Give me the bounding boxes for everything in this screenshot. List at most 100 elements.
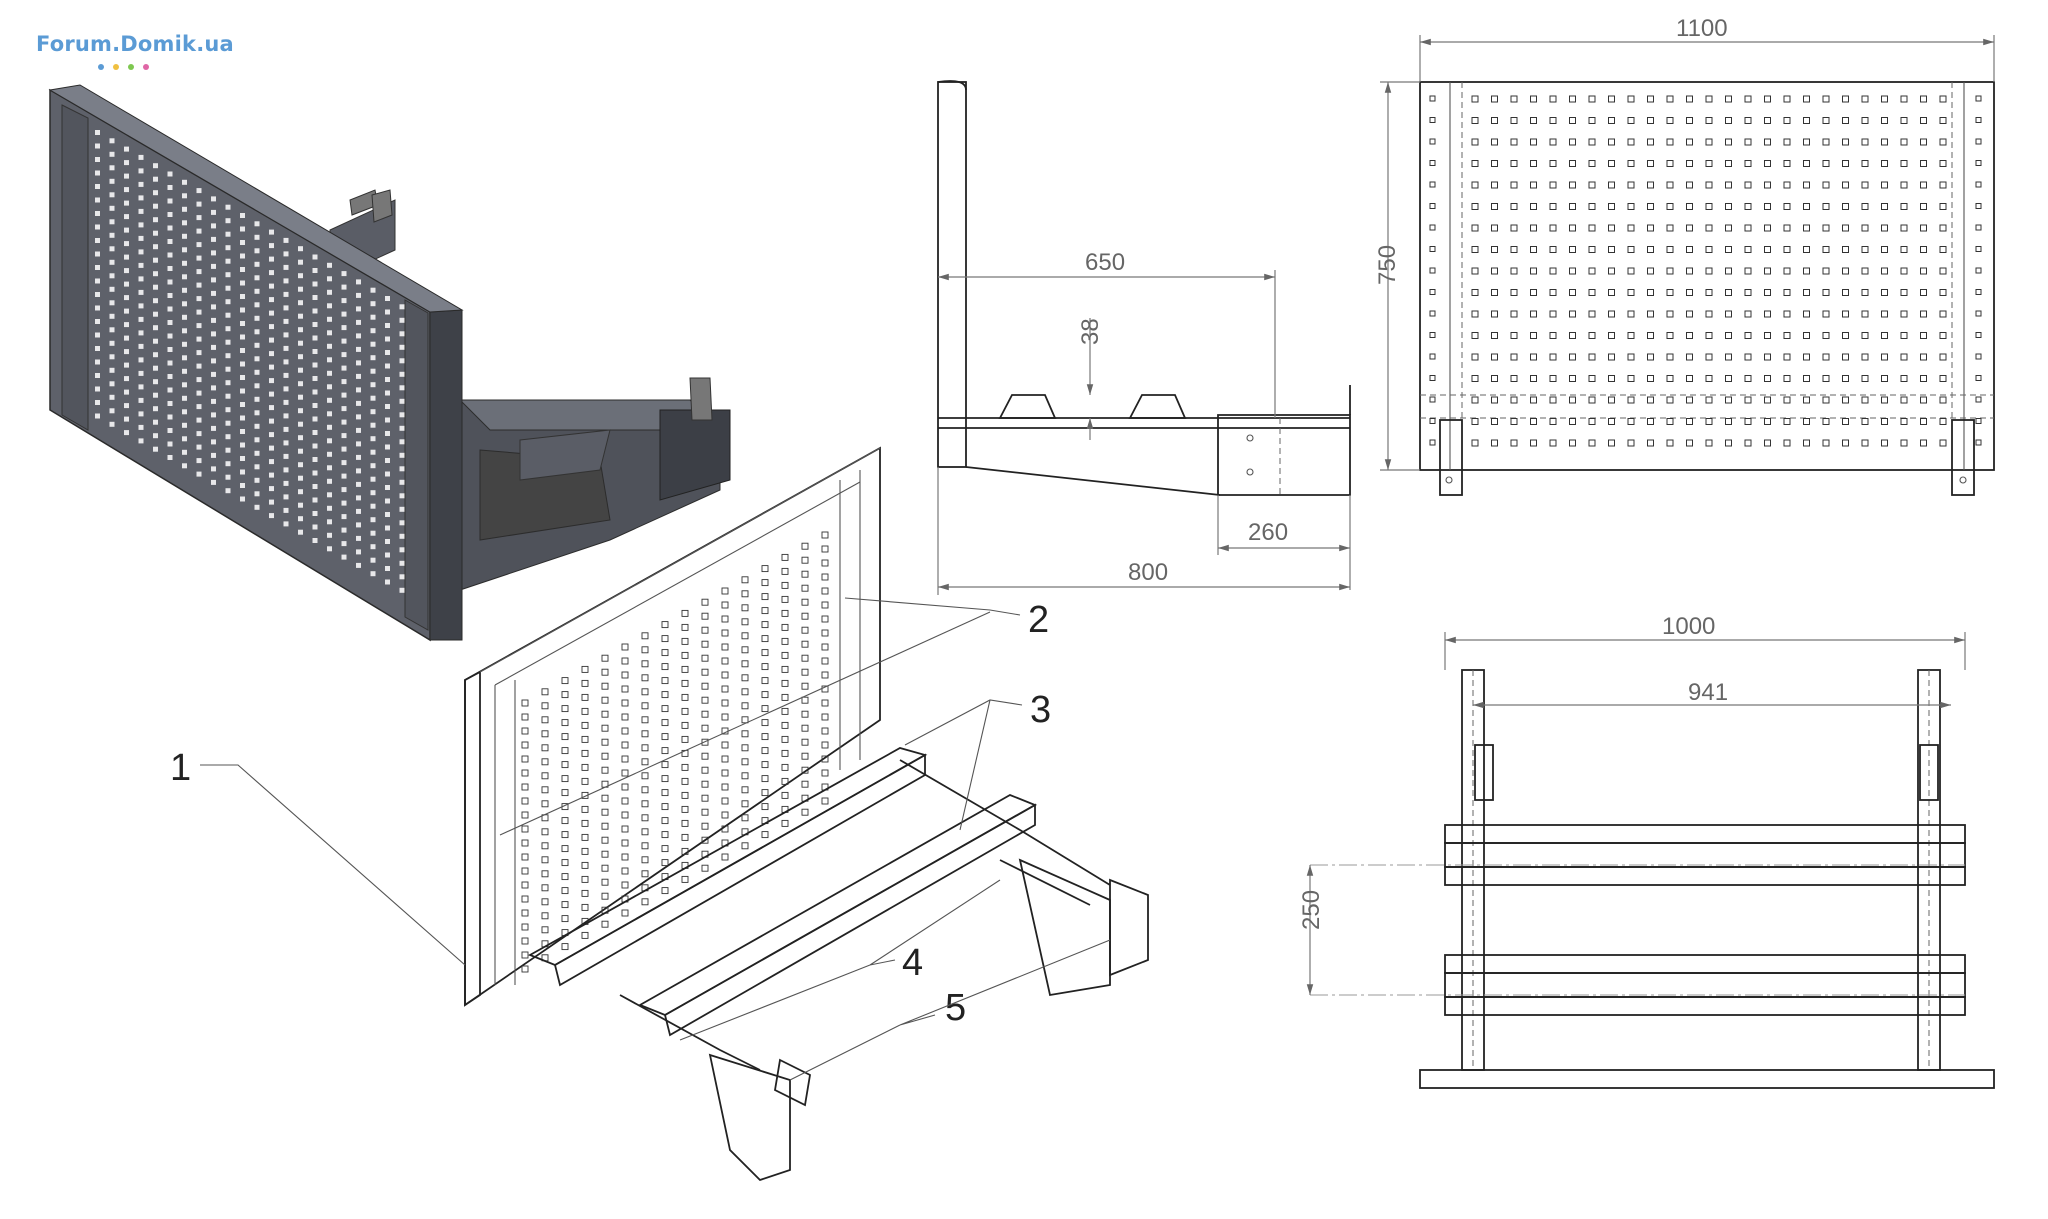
hole — [283, 291, 289, 297]
hole — [1744, 95, 1752, 103]
hole — [1666, 95, 1674, 103]
hole — [109, 286, 115, 292]
hole — [721, 657, 729, 665]
hole — [1975, 267, 1982, 274]
hole — [283, 467, 289, 473]
hole — [240, 240, 245, 245]
hole — [1608, 95, 1615, 103]
hole — [1783, 375, 1791, 382]
hole — [701, 682, 709, 690]
hole — [561, 831, 569, 839]
hole — [1842, 95, 1849, 103]
hole — [370, 409, 376, 415]
hole — [1627, 203, 1635, 210]
hole — [269, 310, 274, 316]
hole — [1920, 246, 1927, 253]
hole — [341, 311, 347, 317]
hole — [341, 406, 347, 412]
hole — [1900, 332, 1908, 339]
hole — [801, 598, 809, 606]
hole — [138, 262, 144, 268]
hole — [1725, 138, 1732, 146]
hole — [138, 249, 144, 255]
hole — [182, 220, 187, 226]
hole — [211, 425, 216, 431]
hole — [138, 438, 144, 444]
hole — [741, 688, 749, 696]
hole — [1491, 224, 1498, 232]
hole — [182, 409, 187, 415]
hole — [1939, 418, 1947, 425]
hole — [1530, 353, 1537, 361]
hole — [95, 292, 100, 297]
hole — [621, 881, 629, 889]
hole — [581, 833, 589, 841]
hole — [1744, 289, 1752, 296]
hole — [1510, 117, 1518, 124]
hole — [1725, 203, 1732, 210]
hole — [1429, 396, 1436, 403]
hole — [541, 856, 549, 864]
hole — [521, 881, 529, 889]
hole — [399, 479, 405, 485]
hole — [1764, 267, 1771, 275]
hole — [370, 301, 376, 307]
hole — [1588, 267, 1596, 275]
hole — [1744, 267, 1752, 275]
hole — [621, 811, 629, 819]
hole — [1608, 332, 1615, 339]
hole — [1588, 439, 1596, 447]
hole — [1549, 332, 1557, 339]
hole — [1429, 418, 1436, 424]
hole — [521, 727, 529, 735]
hole — [327, 532, 332, 538]
hole — [1920, 289, 1927, 296]
hole — [1588, 396, 1596, 404]
hole — [399, 425, 405, 431]
hole — [1881, 310, 1888, 318]
hole — [269, 513, 274, 519]
hole — [521, 895, 529, 903]
hole — [341, 460, 347, 466]
hole — [1900, 224, 1908, 232]
hole — [1822, 332, 1830, 339]
hole — [254, 248, 260, 254]
hole — [1569, 267, 1576, 275]
hole — [1686, 224, 1693, 232]
hole — [521, 965, 529, 973]
hole — [1764, 138, 1771, 146]
hole — [761, 579, 769, 587]
hole — [641, 786, 649, 794]
hole — [1842, 396, 1849, 404]
hole — [385, 485, 390, 490]
hole — [1705, 160, 1713, 167]
hole — [741, 618, 749, 626]
hole — [327, 370, 332, 376]
hole — [1471, 267, 1479, 275]
hole — [1686, 267, 1693, 275]
hole — [1900, 160, 1908, 167]
hole — [124, 416, 129, 422]
hole — [153, 298, 158, 304]
hole — [1686, 138, 1693, 146]
hole — [1783, 418, 1791, 425]
hole — [681, 777, 689, 785]
hole — [641, 632, 649, 640]
hole — [581, 819, 589, 827]
hole — [153, 257, 158, 263]
hole — [240, 415, 245, 421]
hole — [801, 710, 809, 718]
hole — [1764, 203, 1771, 210]
hole — [1569, 332, 1576, 339]
hole — [1510, 439, 1518, 447]
hole — [109, 192, 115, 198]
hole — [621, 755, 629, 763]
hole — [741, 576, 749, 584]
hole — [521, 811, 529, 819]
hole — [1666, 289, 1674, 296]
hole — [661, 663, 669, 671]
hole — [1861, 203, 1869, 210]
hole — [138, 384, 144, 390]
hole — [109, 327, 115, 333]
hole — [1588, 181, 1596, 189]
